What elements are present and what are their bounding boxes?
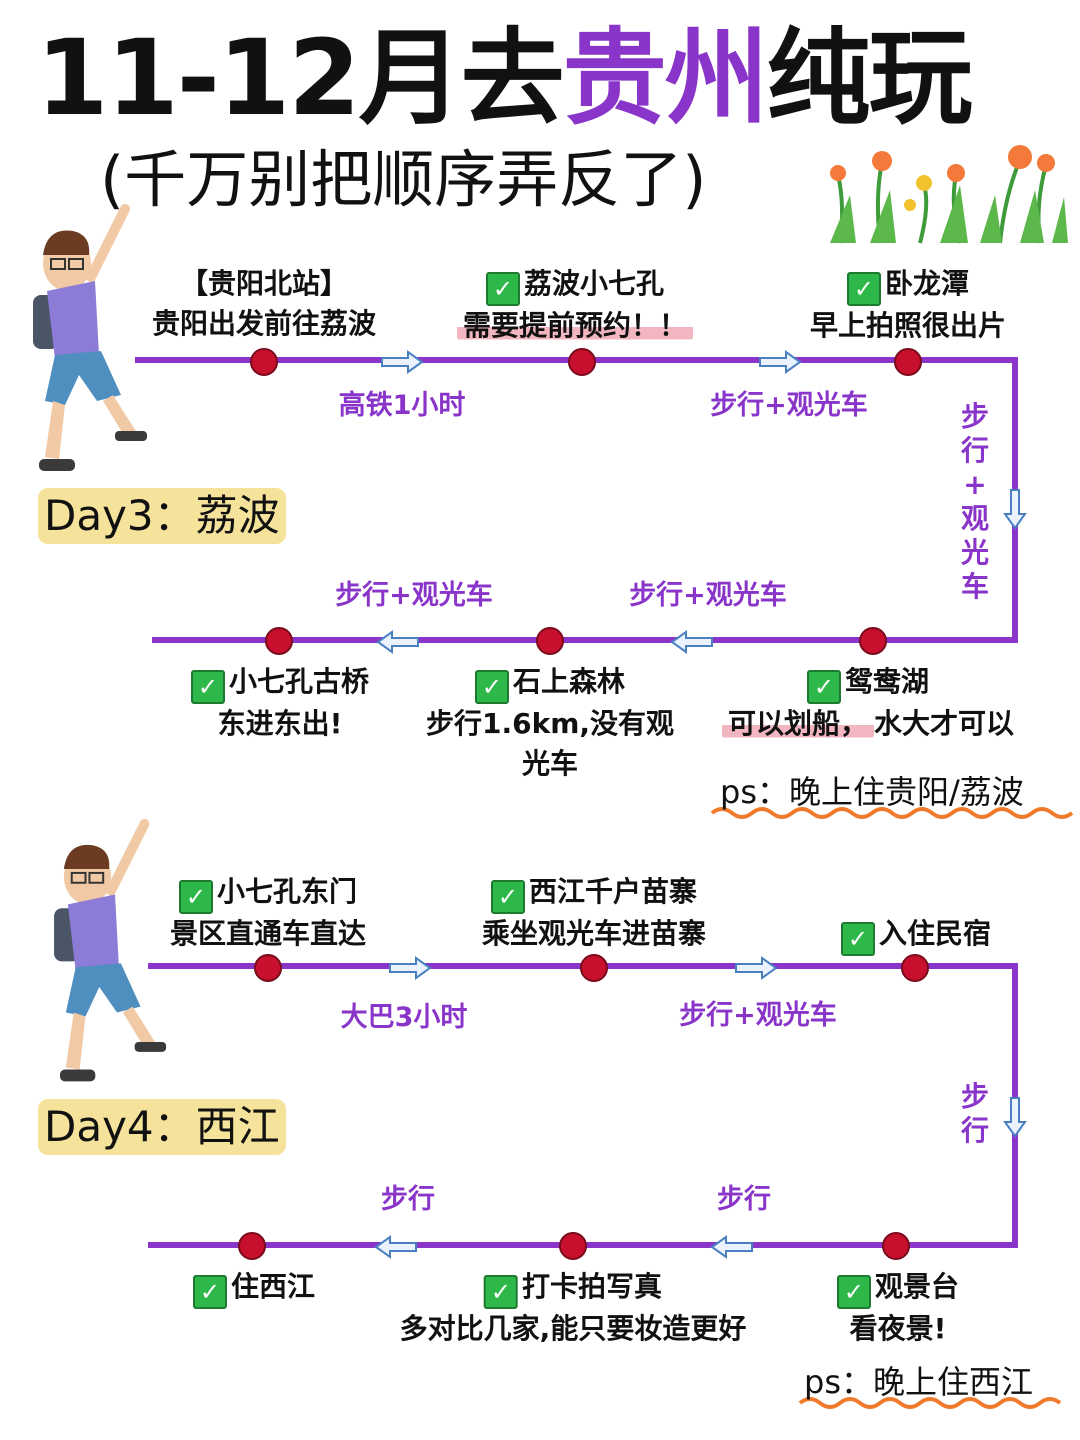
check-icon: ✓ xyxy=(836,1275,871,1309)
page-subtitle: (千万别把顺序弄反了) xyxy=(100,143,707,216)
transport-label: 步行+观光车 xyxy=(629,580,787,611)
route-node xyxy=(901,954,929,982)
route-node xyxy=(894,348,922,376)
vertical-transport-label: 步行 xyxy=(960,1080,989,1147)
hiker-illustration xyxy=(54,818,167,1082)
transport-label: 大巴3小时 xyxy=(340,1002,468,1033)
route-node xyxy=(882,1232,910,1260)
page-title: 11-12月去贵州纯玩 xyxy=(36,17,973,139)
transport-label: 步行 xyxy=(381,1184,435,1215)
arrow-right-icon xyxy=(735,957,777,979)
route-node xyxy=(536,627,564,655)
check-icon: ✓ xyxy=(192,1275,227,1309)
arrow-right-icon xyxy=(381,351,423,373)
check-icon: ✓ xyxy=(178,880,213,914)
check-icon: ✓ xyxy=(840,922,875,956)
ps-underline xyxy=(710,807,1074,819)
check-icon: ✓ xyxy=(485,272,520,306)
stop-yuanyanghu: ✓鸳鸯湖 可以划船，水大才可以 xyxy=(721,662,1014,744)
day3-ps-note: ps：晚上住贵阳/荔波 xyxy=(720,773,1024,811)
route-node xyxy=(265,627,293,655)
ps-underline xyxy=(798,1397,1062,1409)
route-node xyxy=(250,348,278,376)
arrow-left-icon xyxy=(377,631,419,653)
hiker-illustration xyxy=(33,204,147,471)
route-node xyxy=(254,954,282,982)
vertical-transport-label: 步行+ 观光车 xyxy=(960,400,989,603)
route-node xyxy=(859,627,887,655)
stop-xiaoqikong-east-gate: ✓小七孔东门 景区直通车直达 xyxy=(169,875,367,950)
stop-shishangsenlin: ✓石上森林 步行1.6km,没有观 光车 xyxy=(425,665,675,780)
check-icon: ✓ xyxy=(806,670,841,704)
check-icon: ✓ xyxy=(490,880,525,914)
stop-wolongtan: ✓卧龙潭 早上拍照很出片 xyxy=(809,267,1007,342)
transport-label: 高铁1小时 xyxy=(338,390,466,421)
check-icon: ✓ xyxy=(190,670,225,704)
arrow-down-icon xyxy=(1004,1097,1026,1137)
stop-guiyang-north: 【贵阳北站】 贵阳出发前往荔波 xyxy=(151,267,377,340)
stop-stay-xijiang: ✓住西江 xyxy=(192,1267,315,1309)
arrow-left-icon xyxy=(375,1236,417,1258)
check-icon: ✓ xyxy=(483,1275,518,1309)
check-icon: ✓ xyxy=(474,670,509,704)
arrow-left-icon xyxy=(671,631,713,653)
day4-badge: Day4：西江 xyxy=(38,1099,286,1155)
stop-ancient-bridge: ✓小七孔古桥 东进东出! xyxy=(190,662,369,744)
transport-label: 步行 xyxy=(717,1184,771,1215)
stop-viewing-platform: ✓观景台 看夜景! xyxy=(836,1267,959,1349)
arrow-down-icon xyxy=(1004,489,1026,529)
stop-xiaoqikong: ✓荔波小七孔 需要提前预约！！ xyxy=(456,264,694,346)
arrow-right-icon xyxy=(759,351,801,373)
transport-label: 步行+观光车 xyxy=(679,1000,837,1031)
check-icon: ✓ xyxy=(846,272,881,306)
arrow-left-icon xyxy=(711,1236,753,1258)
stop-xijiang-miao-village: ✓西江千户苗寨 乘坐观光车进苗寨 xyxy=(481,875,707,950)
route-node xyxy=(580,954,608,982)
route-node xyxy=(238,1232,266,1260)
transport-label: 步行+观光车 xyxy=(710,390,868,421)
route-node xyxy=(559,1232,587,1260)
flowers-illustration xyxy=(830,145,1068,244)
day4-ps-note: ps：晚上住西江 xyxy=(804,1363,1033,1401)
route-node xyxy=(568,348,596,376)
day3-badge: Day3：荔波 xyxy=(38,488,286,544)
transport-label: 步行+观光车 xyxy=(335,580,493,611)
arrow-right-icon xyxy=(389,957,431,979)
stop-photo-shoot: ✓打卡拍写真 多对比几家,能只要妆造更好 xyxy=(399,1270,747,1345)
stop-homestay: ✓入住民宿 xyxy=(840,914,991,956)
